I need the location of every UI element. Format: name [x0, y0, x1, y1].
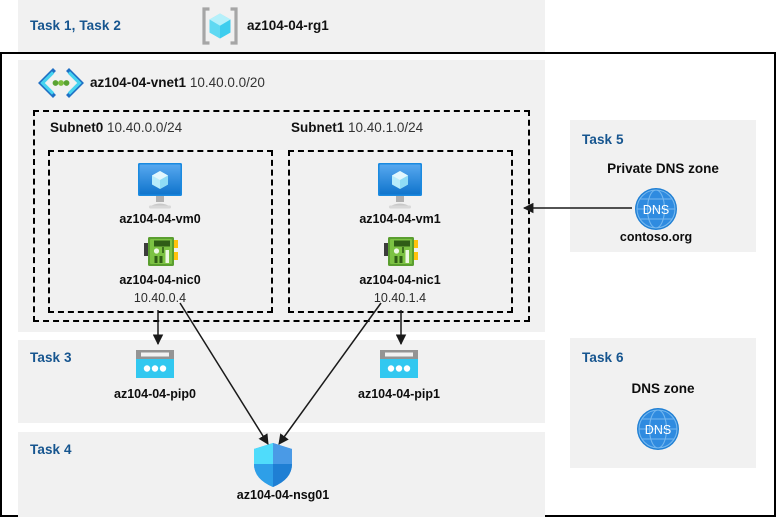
vnet-title: az104-04-vnet1 10.40.0.0/20 [90, 75, 265, 90]
network-interface-icon [382, 234, 420, 270]
task-label-5: Task 5 [582, 132, 624, 147]
task-label-4: Task 4 [30, 442, 72, 457]
dns-icon-text: DNS [645, 423, 671, 437]
vm0-label: az104-04-vm0 [119, 212, 201, 226]
vnet-address-space: 10.40.0.0/20 [189, 75, 265, 90]
public-ip-address-icon [378, 348, 420, 382]
private-dns-panel [570, 120, 756, 252]
dns-icon-text: DNS [643, 203, 669, 217]
nic1-ip: 10.40.1.4 [373, 291, 427, 305]
subnet0-boundary [48, 150, 273, 313]
public-ip-panel [18, 340, 545, 423]
vm1-label: az104-04-vm1 [359, 212, 441, 226]
subnet1-title: Subnet1 10.40.1.0/24 [291, 120, 424, 135]
network-security-group-icon [251, 442, 295, 488]
network-interface-icon [142, 234, 180, 270]
resource-group-icon [199, 5, 241, 47]
nsg-label: az104-04-nsg01 [236, 488, 330, 502]
public-dns-heading: DNS zone [631, 381, 695, 396]
virtual-network-icon [36, 68, 86, 98]
private-dns-zone-name: contoso.org [619, 230, 693, 244]
task-label-3: Task 3 [30, 350, 72, 365]
virtual-machine-icon [373, 160, 427, 210]
pip0-label: az104-04-pip0 [114, 387, 196, 401]
resource-group-header-panel [18, 0, 545, 52]
dns-zone-icon: DNS [634, 405, 682, 453]
pip1-label: az104-04-pip1 [358, 387, 440, 401]
nic0-label: az104-04-nic0 [119, 273, 201, 287]
resource-group-name: az104-04-rg1 [247, 18, 329, 33]
public-ip-address-icon [134, 348, 176, 382]
subnet0-prefix: 10.40.0.0/24 [107, 120, 183, 135]
task-label-1-2: Task 1, Task 2 [30, 18, 121, 33]
vnet-panel [18, 60, 545, 332]
task-label-6: Task 6 [582, 350, 624, 365]
subnet0-title: Subnet0 10.40.0.0/24 [50, 120, 183, 135]
subnet1-prefix: 10.40.1.0/24 [348, 120, 424, 135]
nic1-label: az104-04-nic1 [359, 273, 441, 287]
virtual-machine-icon [133, 160, 187, 210]
private-dns-heading: Private DNS zone [607, 161, 719, 176]
dns-zone-icon: DNS [632, 185, 680, 233]
nic0-ip: 10.40.0.4 [133, 291, 187, 305]
